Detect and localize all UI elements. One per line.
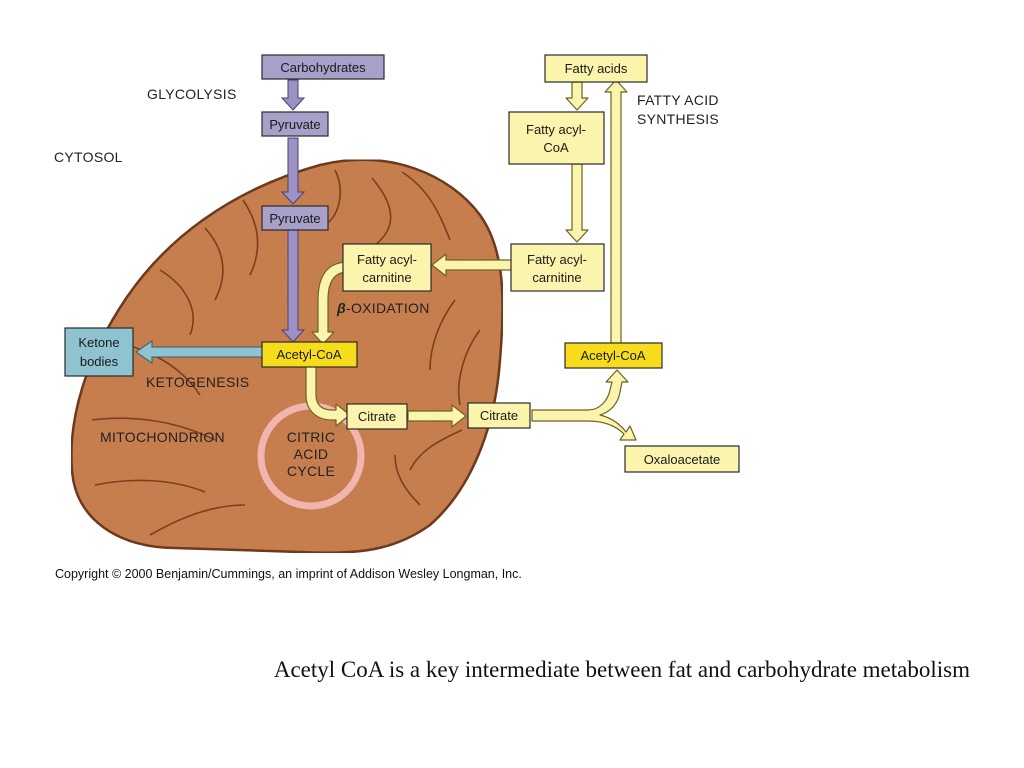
label-carbohydrates: Carbohydrates bbox=[280, 60, 366, 75]
citric-acid-cycle-label-3: CYCLE bbox=[287, 463, 335, 479]
box-pyruvate-mito: Pyruvate bbox=[261, 205, 329, 231]
slide-caption: Acetyl CoA is a key intermediate between… bbox=[273, 657, 970, 682]
box-fatty-acyl-carnitine-mito: Fatty acyl- carnitine bbox=[342, 243, 432, 292]
cristae bbox=[91, 169, 481, 536]
mitochondrion-label: MITOCHONDRION bbox=[100, 429, 225, 445]
beta-oxidation-text: -OXIDATION bbox=[346, 300, 430, 316]
label-ketone-bodies-2: bodies bbox=[80, 354, 119, 369]
box-fatty-acids: Fatty acids bbox=[544, 54, 648, 83]
arrow-carnitine-to-acetylcoa bbox=[311, 261, 349, 345]
cytosol-label: CYTOSOL bbox=[54, 149, 123, 165]
label-acetyl-coa-cytosol: Acetyl-CoA bbox=[580, 348, 645, 363]
box-acetyl-coa-cytosol: Acetyl-CoA bbox=[564, 342, 663, 369]
box-fatty-acyl-carnitine-cytosol: Fatty acyl- carnitine bbox=[510, 243, 605, 292]
box-carbohydrates: Carbohydrates bbox=[261, 54, 385, 80]
label-fatty-acyl-carnitine-cytosol-2: carnitine bbox=[532, 270, 581, 285]
label-fatty-acyl-coa-2: CoA bbox=[543, 140, 569, 155]
label-acetyl-coa-mito: Acetyl-CoA bbox=[276, 347, 341, 362]
label-fatty-acyl-carnitine-mito-1: Fatty acyl- bbox=[357, 252, 417, 267]
glycolysis-arrows bbox=[280, 79, 306, 343]
box-citrate-cytosol: Citrate bbox=[467, 402, 531, 429]
label-ketone-bodies-1: Ketone bbox=[78, 335, 119, 350]
label-citrate-mito: Citrate bbox=[358, 409, 396, 424]
label-oxaloacetate: Oxaloacetate bbox=[644, 452, 721, 467]
label-pyruvate-mito: Pyruvate bbox=[269, 211, 320, 226]
arrow-pyruvate-to-mito-pyruvate bbox=[280, 137, 306, 205]
arrow-citrate-export bbox=[407, 404, 467, 428]
box-pyruvate-cytosol: Pyruvate bbox=[261, 111, 329, 137]
ketogenesis-label: KETOGENESIS bbox=[146, 374, 249, 390]
arrow-acetylcoa-to-citrate bbox=[305, 365, 351, 427]
label-fatty-acyl-carnitine-cytosol-1: Fatty acyl- bbox=[527, 252, 587, 267]
arrow-carnitine-across-membrane bbox=[431, 253, 513, 277]
arrow-fattyacids-to-acylcoa bbox=[565, 81, 589, 111]
arrow-acetylcoa-to-ketone bbox=[135, 340, 265, 364]
box-ketone-bodies: Ketone bodies bbox=[64, 327, 134, 377]
label-pyruvate-cytosol: Pyruvate bbox=[269, 117, 320, 132]
arrow-acylcoa-to-carnitine bbox=[565, 163, 589, 243]
box-acetyl-coa-mito: Acetyl-CoA bbox=[261, 341, 358, 368]
arrow-pyruvate-to-acetylcoa bbox=[280, 229, 306, 343]
label-fatty-acyl-carnitine-mito-2: carnitine bbox=[362, 270, 411, 285]
fatty-acid-synthesis-label-1: FATTY ACID bbox=[637, 92, 719, 108]
citric-acid-cycle-label-1: CITRIC bbox=[287, 429, 335, 445]
beta-symbol: β bbox=[336, 300, 346, 316]
fatty-acid-synthesis-label-2: SYNTHESIS bbox=[637, 111, 719, 127]
label-citrate-cytosol: Citrate bbox=[480, 408, 518, 423]
box-oxaloacetate: Oxaloacetate bbox=[624, 445, 740, 473]
glycolysis-label: GLYCOLYSIS bbox=[147, 86, 237, 102]
arrow-citrate-to-acetylcoa-and-oxaloacetate bbox=[531, 369, 637, 441]
arrow-acetylcoa-to-fattyacids bbox=[604, 79, 628, 345]
beta-oxidation-label: β-OXIDATION bbox=[336, 300, 430, 316]
arrow-carbs-to-pyruvate bbox=[280, 79, 306, 111]
citric-acid-cycle-label-2: ACID bbox=[294, 446, 329, 462]
box-citrate-mito: Citrate bbox=[346, 403, 408, 430]
copyright-notice: Copyright © 2000 Benjamin/Cummings, an i… bbox=[55, 567, 522, 581]
box-fatty-acyl-coa: Fatty acyl- CoA bbox=[508, 111, 605, 165]
lipid-arrows bbox=[305, 79, 637, 441]
label-fatty-acids: Fatty acids bbox=[565, 61, 628, 76]
label-fatty-acyl-coa-1: Fatty acyl- bbox=[526, 122, 586, 137]
